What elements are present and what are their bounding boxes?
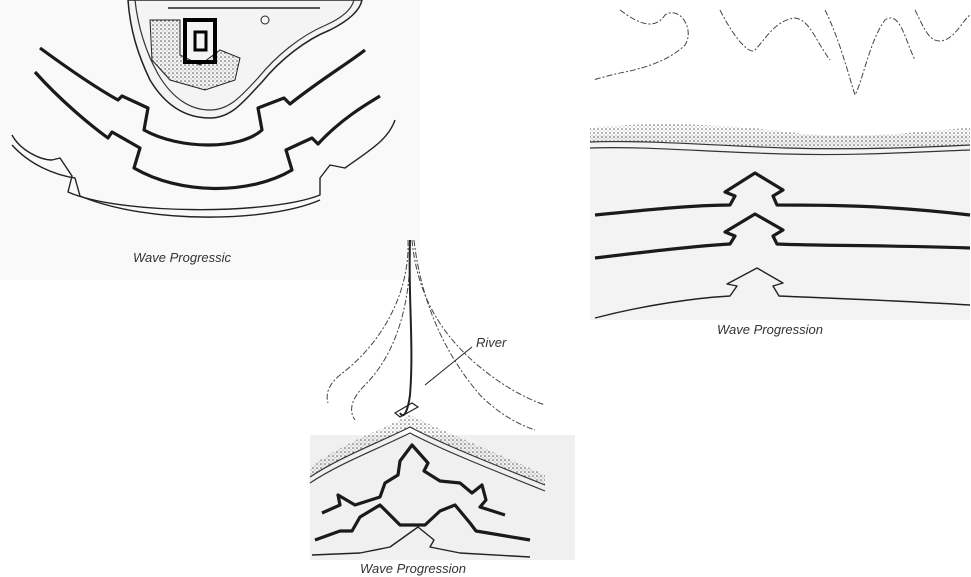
valley-contour-4	[414, 240, 535, 430]
valley-contour-1	[327, 240, 408, 403]
land-contour-3	[825, 10, 915, 95]
river-mouth-figure: River Wave Progression	[300, 235, 590, 577]
river-leader-line	[425, 347, 472, 385]
straight-beach-figure: Wave Progression	[585, 0, 971, 345]
valley-contour-3	[412, 240, 545, 405]
headland-caption: Wave Progressic	[133, 250, 232, 265]
valley-contour-2	[352, 240, 411, 420]
beach-caption: Wave Progression	[717, 322, 823, 337]
land-contour-4	[915, 10, 970, 41]
river-channel	[400, 240, 411, 415]
river-label: River	[476, 335, 507, 350]
land-contour-2	[720, 10, 830, 60]
land-contour-1	[593, 10, 688, 80]
river-caption: Wave Progression	[360, 561, 466, 576]
